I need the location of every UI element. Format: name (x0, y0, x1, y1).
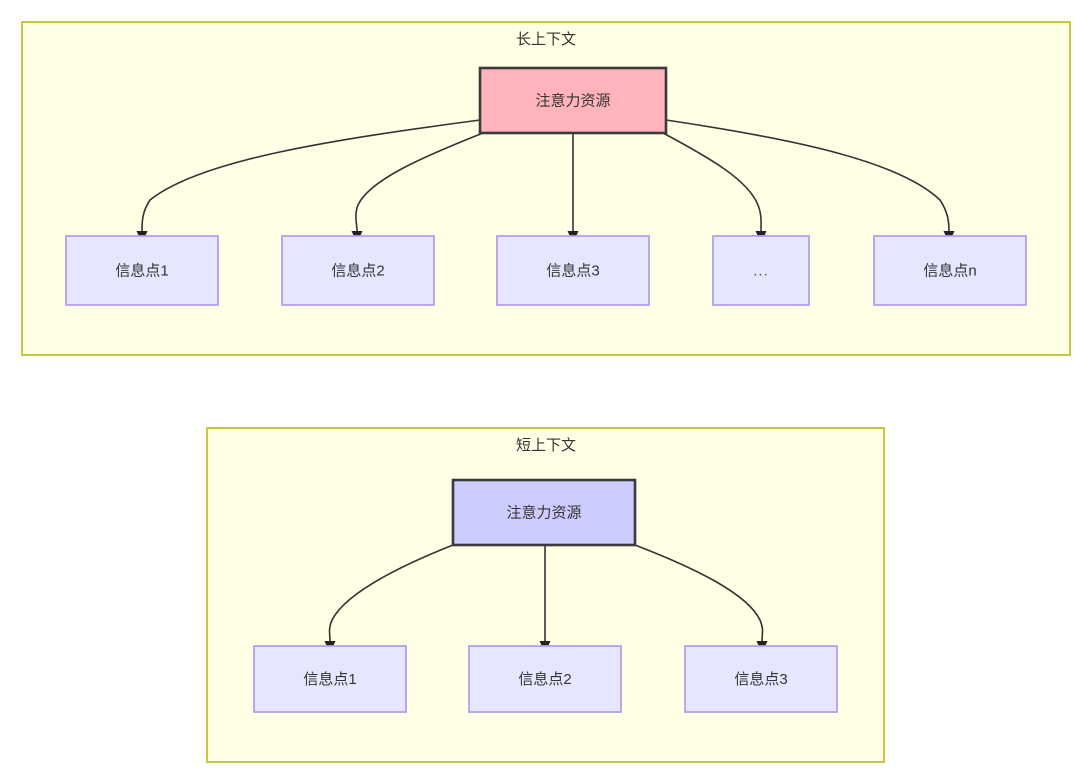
node-rect-info-point-s2[interactable] (468, 645, 622, 713)
node-label-attention-short: 注意力资源 (506, 503, 581, 521)
node-rect-info-point-s3[interactable] (684, 645, 838, 713)
node-label-attention-long: 注意力资源 (535, 91, 610, 109)
node-info-point-s2[interactable]: 信息点2 (468, 645, 622, 713)
node-info-point-1[interactable]: 信息点1 (65, 235, 219, 306)
node-label-info-point-s1: 信息点1 (303, 671, 356, 688)
node-rect-info-point-3[interactable] (496, 235, 650, 306)
node-info-point-ellipsis[interactable]: ... (712, 235, 810, 306)
node-label-info-point-1: 信息点1 (115, 262, 168, 279)
node-info-point-n[interactable]: 信息点n (873, 235, 1027, 306)
edge-attention-short-to-info-point-s1 (328, 544, 454, 642)
node-rect-info-point-ellipsis[interactable] (712, 235, 810, 306)
group-title-short-context: 短上下文 (516, 437, 576, 454)
node-attention-long[interactable]: 注意力资源 (478, 66, 668, 135)
node-label-info-point-3: 信息点3 (546, 262, 599, 279)
node-info-point-s3[interactable]: 信息点3 (684, 645, 838, 713)
node-rect-info-point-n[interactable] (873, 235, 1027, 306)
node-label-info-point-s3: 信息点3 (734, 671, 787, 688)
group-title-long-context: 长上下文 (516, 31, 576, 48)
node-info-point-3[interactable]: 信息点3 (496, 235, 650, 306)
node-rect-info-point-s1[interactable] (253, 645, 407, 713)
edge-attention-long-to-info-point-1 (141, 119, 481, 232)
node-label-info-point-ellipsis: ... (753, 262, 769, 279)
node-rect-info-point-2[interactable] (281, 235, 435, 306)
node-info-point-s1[interactable]: 信息点1 (253, 645, 407, 713)
edge-attention-short-to-info-point-s3 (634, 544, 764, 642)
node-rect-attention-short[interactable] (451, 478, 637, 547)
node-rect-attention-long[interactable] (478, 66, 668, 135)
node-label-info-point-2: 信息点2 (331, 262, 384, 279)
node-label-info-point-n: 信息点n (923, 262, 976, 279)
node-attention-short[interactable]: 注意力资源 (451, 478, 637, 547)
node-rect-info-point-1[interactable] (65, 235, 219, 306)
node-info-point-2[interactable]: 信息点2 (281, 235, 435, 306)
edge-attention-long-to-info-point-2 (355, 132, 484, 232)
edge-attention-long-to-info-point-n (665, 119, 950, 232)
edge-attention-long-to-info-point-ellipsis (662, 132, 762, 232)
node-label-info-point-s2: 信息点2 (518, 671, 571, 688)
